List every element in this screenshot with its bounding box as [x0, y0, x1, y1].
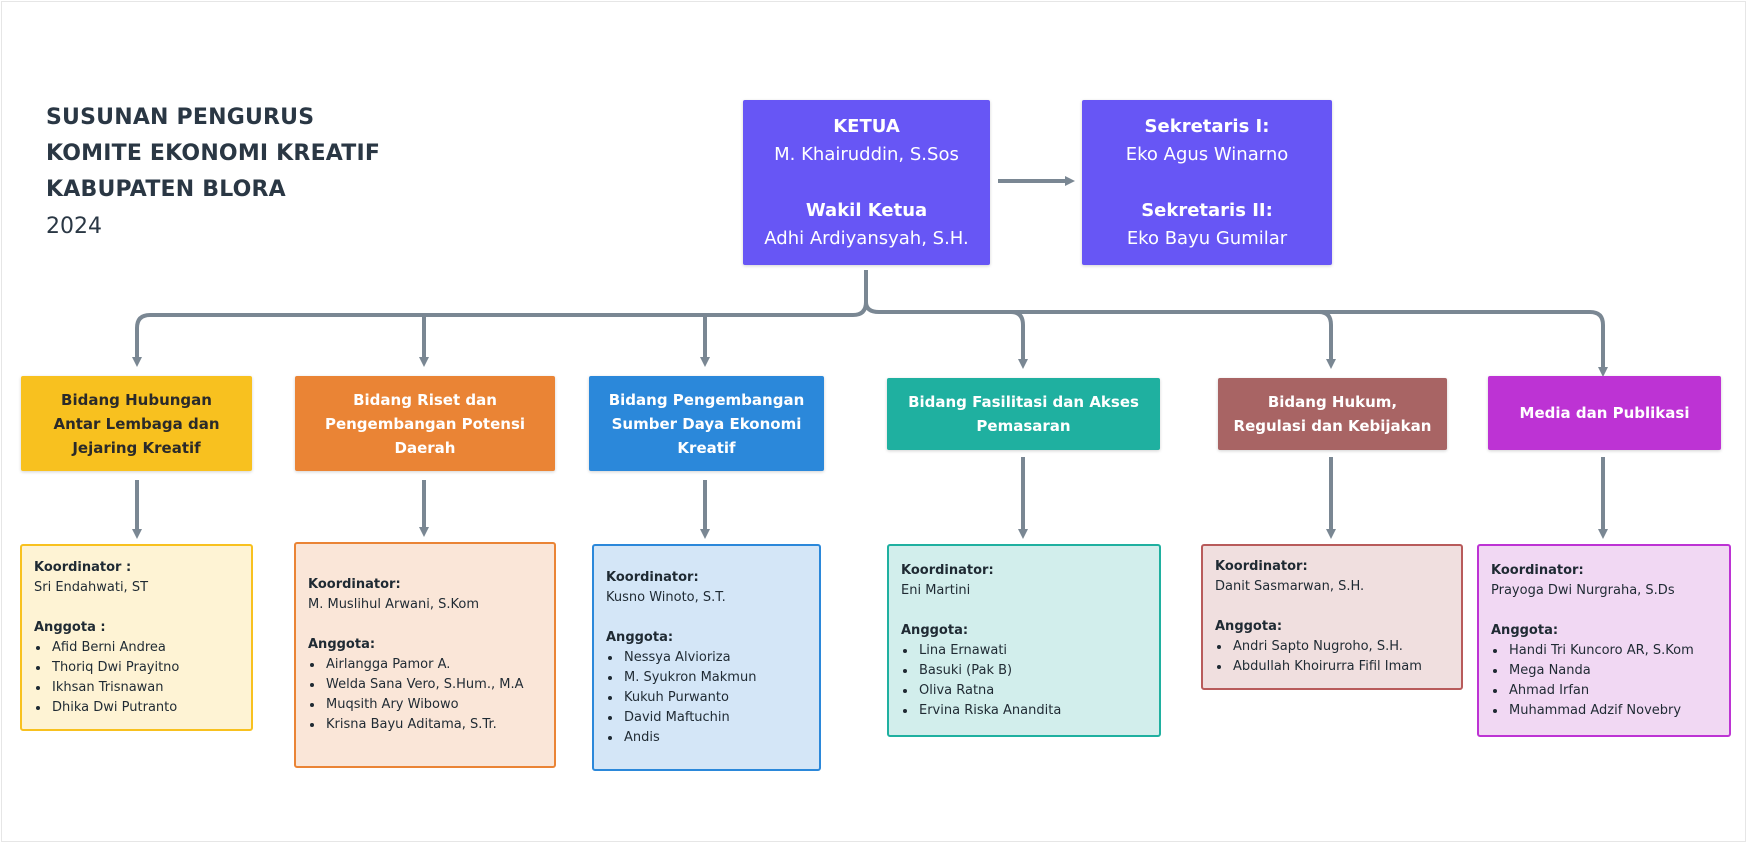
coordinator-label: Koordinator:: [606, 569, 699, 585]
ketua-name: M. Khairuddin, S.Sos: [774, 143, 959, 165]
wakil-label: Wakil Ketua: [805, 199, 928, 221]
dept-header-5: Bidang Hukum, Regulasi dan Kebijakan: [1218, 378, 1447, 450]
coordinator-name: Danit Sasmarwan, S.H.: [1215, 579, 1365, 594]
members-list: Afid Berni AndreaThoriq Dwi PrayitnoIkhs…: [34, 638, 239, 718]
title-year: 2024: [46, 214, 102, 239]
members-panel-4: Koordinator: Eni Martini Anggota: Lina E…: [887, 544, 1161, 737]
member-item: Welda Sana Vero, S.Hum., M.A: [324, 675, 542, 695]
dept-header-4: Bidang Fasilitasi dan Akses Pemasaran: [887, 378, 1160, 450]
branch-to-dept-1: [132, 270, 868, 367]
coordinator-label: Koordinator:: [901, 562, 994, 578]
title-line-2: KOMITE EKONOMI KREATIF: [46, 141, 381, 166]
member-item: Nessya Alvioriza: [622, 648, 807, 668]
title-line-1: SUSUNAN PENGURUS: [46, 105, 315, 130]
members-list: Airlangga Pamor A.Welda Sana Vero, S.Hum…: [308, 655, 542, 735]
members-label: Anggota:: [1491, 622, 1559, 638]
coordinator-name: Eni Martini: [901, 582, 971, 598]
member-item: Ikhsan Trisnawan: [50, 678, 239, 698]
dept-header-1: Bidang Hubungan Antar Lembaga dan Jejari…: [21, 376, 252, 471]
member-item: Abdullah Khoirurra Fifil Imam: [1231, 657, 1449, 677]
dept-header-3: Bidang Pengembangan Sumber Daya Ekonomi …: [589, 376, 824, 471]
member-item: David Maftuchin: [622, 708, 807, 728]
members-list: Lina ErnawatiBasuki (Pak B)Oliva RatnaEr…: [901, 641, 1147, 721]
dept-header-6: Media dan Publikasi: [1488, 376, 1721, 450]
member-item: Kukuh Purwanto: [622, 688, 807, 708]
member-item: Ervina Riska Anandita: [917, 701, 1147, 721]
members-list: Andri Sapto Nugroho, S.H.Abdullah Khoiru…: [1215, 637, 1449, 677]
member-item: Thoriq Dwi Prayitno: [50, 658, 239, 678]
member-item: Krisna Bayu Aditama, S.Tr.: [324, 715, 542, 735]
members-label: Anggota:: [606, 629, 674, 645]
member-item: Basuki (Pak B): [917, 661, 1147, 681]
branch-to-dept-4: [864, 301, 1608, 377]
members-label: Anggota :: [34, 619, 106, 635]
member-item: M. Syukron Makmun: [622, 668, 807, 688]
dept-name: Bidang Pengembangan Sumber Daya Ekonomi …: [608, 390, 805, 457]
members-label: Anggota:: [901, 622, 969, 638]
coordinator-label: Koordinator:: [308, 577, 401, 592]
coordinator-name: Kusno Winoto, S.T.: [606, 589, 726, 605]
coordinator-name: M. Muslihul Arwani, S.Kom: [308, 597, 479, 612]
sekretaris-box: Sekretaris I: Eko Agus Winarno Sekretari…: [1082, 100, 1332, 265]
sek2-label: Sekretaris II:: [1141, 199, 1273, 221]
members-panel-1: Koordinator : Sri Endahwati, ST Anggota …: [20, 544, 253, 731]
sek2-name: Eko Bayu Gumilar: [1126, 227, 1288, 249]
member-item: Mega Nanda: [1507, 661, 1717, 681]
member-item: Handi Tri Kuncoro AR, S.Kom: [1507, 641, 1717, 661]
member-item: Lina Ernawati: [917, 641, 1147, 661]
ketua-box: KETUA M. Khairuddin, S.Sos Wakil Ketua A…: [743, 100, 990, 265]
members-label: Anggota:: [308, 637, 376, 652]
member-item: Muqsith Ary Wibowo: [324, 695, 542, 715]
sek1-label: Sekretaris I:: [1144, 115, 1270, 137]
member-item: Dhika Dwi Putranto: [50, 698, 239, 718]
coordinator-name: Prayoga Dwi Nurgraha, S.Ds: [1491, 582, 1675, 598]
members-list: Handi Tri Kuncoro AR, S.KomMega NandaAhm…: [1491, 641, 1717, 721]
members-label: Anggota:: [1215, 619, 1283, 634]
member-item: Andri Sapto Nugroho, S.H.: [1231, 637, 1449, 657]
branch-to-dept-6: [1318, 310, 1336, 369]
coordinator-label: Koordinator:: [1215, 559, 1308, 574]
dept-header-2: Bidang Riset dan Pengembangan Potensi Da…: [295, 376, 555, 471]
dept-name: Bidang Hubungan Antar Lembaga dan Jejari…: [53, 390, 220, 457]
member-item: Muhammad Adzif Novebry: [1507, 701, 1717, 721]
coordinator-label: Koordinator:: [1491, 562, 1584, 578]
chart-title: SUSUNAN PENGURUS KOMITE EKONOMI KREATIF …: [46, 100, 380, 246]
member-item: Andis: [622, 728, 807, 748]
member-item: Afid Berni Andrea: [50, 638, 239, 658]
wakil-name: Adhi Ardiyansyah, S.H.: [764, 227, 969, 249]
coordinator-name: Sri Endahwati, ST: [34, 579, 149, 595]
ketua-label: KETUA: [833, 115, 900, 137]
members-list: Nessya AlviorizaM. Syukron MakmunKukuh P…: [606, 648, 807, 748]
dept-name: Media dan Publikasi: [1519, 404, 1690, 422]
coordinator-label: Koordinator :: [34, 559, 132, 575]
members-panel-5: Koordinator: Danit Sasmarwan, S.H. Anggo…: [1201, 544, 1463, 690]
members-panel-2: Koordinator: M. Muslihul Arwani, S.Kom A…: [294, 542, 556, 768]
dept-name: Bidang Riset dan Pengembangan Potensi Da…: [324, 390, 526, 457]
branch-to-dept-5: [1010, 310, 1028, 369]
member-item: Oliva Ratna: [917, 681, 1147, 701]
title-line-3: KABUPATEN BLORA: [46, 177, 286, 202]
dept-name: Bidang Hukum, Regulasi dan Kebijakan: [1233, 393, 1432, 435]
members-panel-3: Koordinator: Kusno Winoto, S.T. Anggota:…: [592, 544, 821, 771]
dept-name: Bidang Fasilitasi dan Akses Pemasaran: [908, 393, 1139, 435]
member-item: Ahmad Irfan: [1507, 681, 1717, 701]
member-item: Airlangga Pamor A.: [324, 655, 542, 675]
members-panel-6: Koordinator: Prayoga Dwi Nurgraha, S.Ds …: [1477, 544, 1731, 737]
sek1-name: Eko Agus Winarno: [1125, 143, 1289, 165]
